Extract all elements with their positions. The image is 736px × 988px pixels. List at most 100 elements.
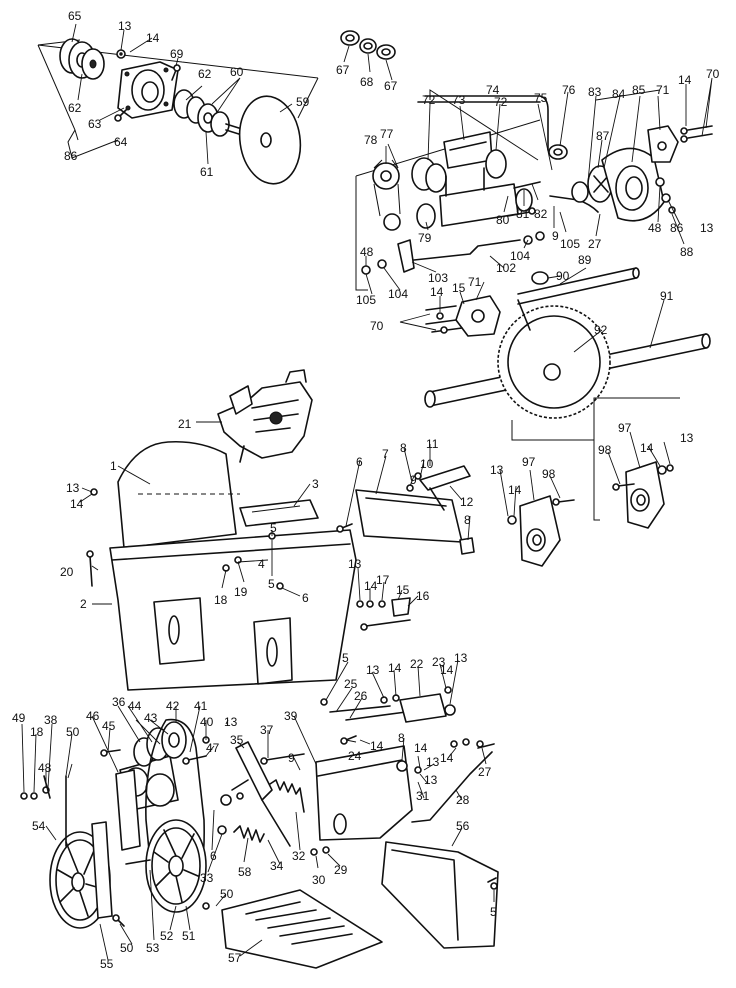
callout: 81 [516,207,530,221]
callout: 9 [288,751,295,765]
callout: 13 [348,557,362,571]
callout: 30 [312,873,326,887]
callout: 14 [430,285,444,299]
callout: 78 [364,133,378,147]
callout: 10 [420,457,434,471]
callout: 17 [376,573,390,587]
callout: 71 [656,83,670,97]
callout: 71 [468,275,482,289]
callout: 48 [360,245,374,259]
callout: 92 [594,323,608,337]
bearing-flanges [507,461,674,567]
callout: 23 [432,655,446,669]
callout: 21 [178,417,192,431]
callout: 8 [400,441,407,455]
callout: 13 [118,19,132,33]
callout: 14 [508,483,522,497]
callout: 74 [486,83,500,97]
callout: 50 [66,725,80,739]
callout: 13 [700,221,714,235]
callout: 56 [456,819,470,833]
callout: 50 [220,887,234,901]
callout: 14 [146,31,160,45]
callout: 5 [270,521,277,535]
callout: 5 [342,651,349,665]
leader-lines [21,23,713,961]
callout: 9 [410,473,417,487]
callout: 8 [464,513,471,527]
callout: 24 [348,749,362,763]
callout: 67 [384,79,398,93]
callout: 87 [596,129,610,143]
callout: 18 [30,725,44,739]
callout: 91 [660,289,674,303]
shift-lever-group [329,686,456,745]
callout: 5 [490,905,497,919]
callout: 48 [38,761,52,775]
callout: 104 [510,249,530,263]
callout-labels: 65 13 14 69 62 60 62 63 64 86 61 59 67 6… [12,9,720,971]
callout: 67 [336,63,350,77]
callout: 63 [88,117,102,131]
callout: 86 [64,149,78,163]
callout: 65 [68,9,82,23]
callout: 13 [224,715,238,729]
callout: 15 [452,281,466,295]
callout: 20 [60,565,74,579]
callout: 14 [370,739,384,753]
auger-drive-group [355,89,713,337]
callout: 54 [32,819,46,833]
callout: 14 [70,497,84,511]
callout: 13 [366,663,380,677]
callout: 13 [426,755,440,769]
callout: 69 [170,47,184,61]
control-panel [336,465,475,555]
callout: 41 [194,699,208,713]
callout: 43 [144,711,158,725]
callout: 13 [424,773,438,787]
callout: 47 [206,741,220,755]
auger-shaft-group [424,299,711,521]
callout: 79 [418,231,432,245]
callout: 103 [428,271,448,285]
callout: 73 [452,93,466,107]
callout: 70 [370,319,384,333]
callout: 53 [146,941,160,955]
callout: 57 [228,951,242,965]
callout: 34 [270,859,284,873]
callout: 18 [214,593,228,607]
drive-pulley-group [20,718,210,929]
callout: 25 [344,677,358,691]
callout: 46 [86,709,100,723]
engine [217,369,313,463]
callout: 14 [440,663,454,677]
callout: 68 [360,75,374,89]
callout: 9 [552,229,559,243]
callout: 70 [706,67,720,81]
callout: 64 [114,135,128,149]
callout: 6 [210,849,217,863]
callout: 36 [112,695,126,709]
callout: 72 [422,93,436,107]
callout: 58 [238,865,252,879]
callout: 33 [200,871,214,885]
callout: 6 [356,455,363,469]
callout: 14 [640,441,654,455]
callout: 45 [102,719,116,733]
callout: 26 [354,689,368,703]
callout: 82 [534,207,548,221]
callout: 6 [302,591,309,605]
callout: 77 [380,127,394,141]
callout: 4 [258,557,265,571]
callout: 11 [426,437,439,451]
callout: 16 [416,589,430,603]
callout: 83 [588,85,602,99]
callout: 2 [80,597,87,611]
callout: 7 [382,447,389,461]
callout: 14 [440,751,454,765]
callout: 1 [110,459,117,473]
callout: 42 [166,699,180,713]
callout: 62 [198,67,212,81]
callout: 37 [260,723,274,737]
